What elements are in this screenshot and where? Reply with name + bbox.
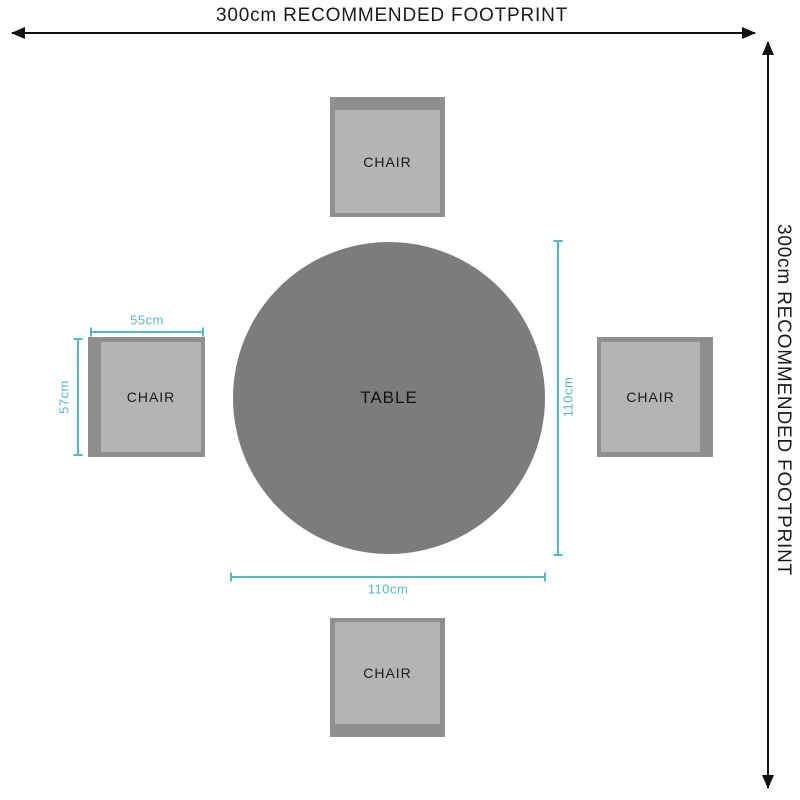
chair-right: CHAIR xyxy=(597,337,713,457)
dimension-tick xyxy=(553,554,563,556)
chair-bottom: CHAIR xyxy=(330,618,445,737)
dimension-tick xyxy=(90,327,92,337)
dimension-tick xyxy=(544,572,546,582)
dimension-tick xyxy=(73,338,83,340)
chair-left-label: CHAIR xyxy=(126,389,176,405)
table-diameter-vertical-label: 110cm xyxy=(560,376,576,418)
table-diameter-vertical-line xyxy=(553,240,563,556)
chair-width-dimension-label: 55cm xyxy=(130,312,164,328)
chair-right-label: CHAIR xyxy=(626,389,675,405)
dimension-tick xyxy=(73,454,83,456)
chair-depth-dimension-line xyxy=(73,338,83,456)
chair-right-seat: CHAIR xyxy=(601,342,700,452)
chair-top: CHAIR xyxy=(330,97,445,217)
dimension-tick xyxy=(230,572,232,582)
chair-bottom-seat: CHAIR xyxy=(335,622,440,724)
chair-top-seat: CHAIR xyxy=(335,110,440,213)
dimension-tick xyxy=(553,240,563,242)
arrowhead-left-icon xyxy=(11,27,25,39)
footprint-height-arrow xyxy=(762,41,774,789)
arrowhead-right-icon xyxy=(742,27,756,39)
table: TABLE xyxy=(233,242,545,554)
footprint-width-arrow xyxy=(11,27,756,39)
table-diameter-horizontal-label: 110cm xyxy=(367,581,409,597)
chair-left-seat: CHAIR xyxy=(101,342,201,452)
arrowhead-up-icon xyxy=(762,41,774,55)
chair-top-label: CHAIR xyxy=(363,153,412,170)
arrowhead-down-icon xyxy=(762,775,774,789)
chair-depth-dimension-label: 57cm xyxy=(56,380,72,414)
chair-left: CHAIR xyxy=(88,337,205,457)
dimension-tick xyxy=(202,327,204,337)
footprint-height-label: 300cm RECOMMENDED FOOTPRINT xyxy=(773,223,794,577)
table-diameter-horizontal-line xyxy=(230,572,546,582)
chair-bottom-label: CHAIR xyxy=(363,665,412,681)
chair-width-dimension-line xyxy=(90,327,204,337)
footprint-width-label: 300cm RECOMMENDED FOOTPRINT xyxy=(215,5,569,26)
table-label: TABLE xyxy=(360,388,418,407)
